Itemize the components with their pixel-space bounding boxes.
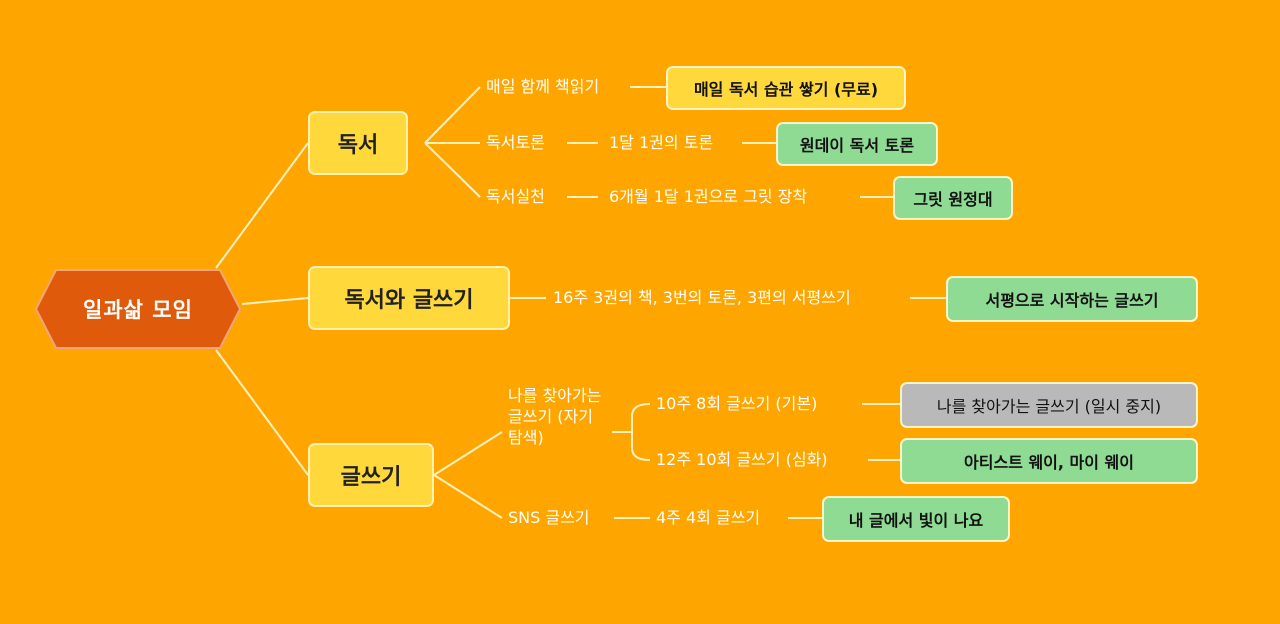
basic-writing-detail: 10주 8회 글쓰기 (기본): [656, 394, 818, 413]
sns-writing-detail: 4주 4회 글쓰기: [656, 508, 761, 527]
sns-writing-label: SNS 글쓰기: [508, 508, 590, 527]
reading-practice-detail: 6개월 1달 1권으로 그릿 장착: [609, 187, 808, 206]
leaf-artist-way: 아티스트 웨이, 마이 웨이: [900, 438, 1198, 484]
branch-reading-and-writing: 독서와 글쓰기: [308, 266, 510, 330]
leaf-label: 내 글에서 빛이 나요: [848, 511, 984, 530]
leaf-label: 원데이 독서 토론: [799, 136, 915, 155]
leaf-label: 나를 찾아가는 글쓰기 (일시 중지): [936, 397, 1162, 416]
leaf-label: 서평으로 시작하는 글쓰기: [985, 291, 1159, 310]
reading-discussion-label: 독서토론: [486, 133, 545, 152]
self-discovery-label: 나를 찾아가는 글쓰기 (자기탐색): [508, 386, 602, 447]
leaf-label: 매일 독서 습관 쌓기 (무료): [693, 80, 879, 99]
root-label: 일과삶 모임: [83, 298, 193, 322]
leaf-daily-reading-habit: 매일 독서 습관 쌓기 (무료): [666, 66, 906, 110]
advanced-writing-detail: 12주 10회 글쓰기 (심화): [656, 450, 828, 469]
branch-writing: 글쓰기: [308, 443, 434, 507]
root-node: 일과삶 모임: [34, 268, 242, 350]
reading-practice-label: 독서실천: [486, 187, 545, 206]
reading-writing-detail: 16주 3권의 책, 3번의 토론, 3편의 서평쓰기: [553, 288, 851, 307]
leaf-self-discovery-paused: 나를 찾아가는 글쓰기 (일시 중지): [900, 382, 1198, 428]
leaf-label: 그릿 원정대: [913, 190, 993, 209]
leaf-grit-expedition: 그릿 원정대: [893, 176, 1013, 220]
branch-label: 독서: [337, 133, 379, 158]
branch-label: 독서와 글쓰기: [344, 288, 474, 313]
leaf-review-writing: 서평으로 시작하는 글쓰기: [946, 276, 1198, 322]
reading-daily-label: 매일 함께 책읽기: [486, 77, 600, 96]
leaf-my-writing-shines: 내 글에서 빛이 나요: [822, 496, 1010, 542]
branch-reading: 독서: [308, 111, 408, 175]
reading-discussion-detail: 1달 1권의 토론: [609, 133, 714, 152]
branch-label: 글쓰기: [340, 465, 402, 490]
leaf-label: 아티스트 웨이, 마이 웨이: [964, 453, 1134, 472]
leaf-oneday-discussion: 원데이 독서 토론: [776, 122, 938, 166]
root-hexagon: [34, 269, 242, 349]
